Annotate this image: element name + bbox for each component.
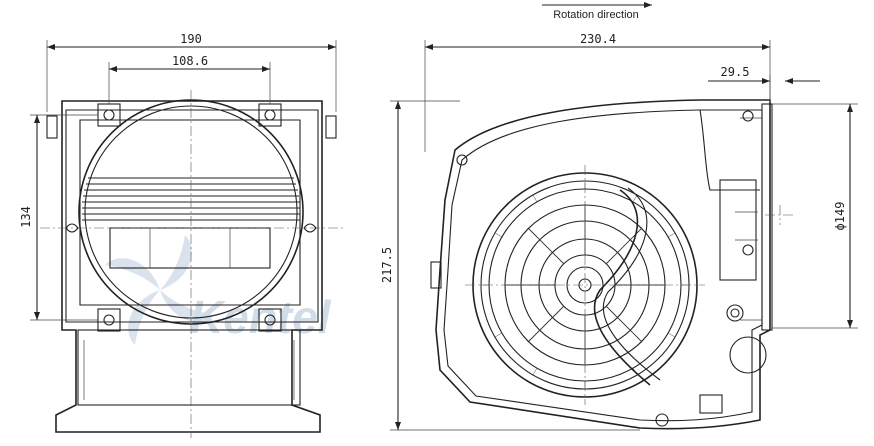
dim-outlet-diameter: ϕ149	[772, 103, 858, 329]
side-left-clip	[430, 261, 442, 289]
dim-front-height: 134	[19, 114, 98, 321]
dim-front-width-text: 190	[180, 32, 202, 46]
dim-side-width: 230.4	[424, 32, 771, 152]
watermark-fan-logo	[105, 235, 215, 345]
dim-side-offset: 29.5	[708, 65, 820, 102]
side-outlet-flange	[761, 103, 773, 331]
dim-side-offset-text: 29.5	[721, 65, 750, 79]
side-housing-inner	[443, 109, 763, 422]
front-view	[40, 90, 345, 438]
front-body-outline	[55, 100, 323, 433]
rotation-direction-label: Rotation direction	[553, 9, 639, 21]
dim-side-height-text: 217.5	[380, 247, 394, 283]
front-inlet-ring-inner	[84, 105, 298, 319]
front-motor-housing	[77, 329, 301, 406]
dim-front-hole-spacing: 108.6	[108, 54, 271, 104]
watermark: Kentel	[105, 235, 332, 345]
dim-front-height-text: 134	[19, 206, 33, 228]
side-support-bar-edge	[602, 187, 661, 381]
front-mount-holes	[97, 103, 282, 332]
side-impeller-blades	[481, 181, 689, 389]
dim-side-width-text: 230.4	[580, 32, 616, 46]
dim-side-height: 217.5	[380, 100, 640, 431]
side-support-bar	[593, 189, 651, 386]
front-housing-frame	[65, 109, 319, 323]
side-connector	[699, 394, 723, 414]
front-left-lug	[46, 115, 58, 139]
front-right-lug	[325, 115, 337, 139]
rotation-direction-note: Rotation direction	[542, 2, 652, 21]
dim-front-hole-spacing-text: 108.6	[172, 54, 208, 68]
front-inner-plate	[79, 119, 301, 306]
side-mount-holes	[456, 110, 754, 427]
side-outlet-box	[719, 179, 757, 281]
side-view	[430, 99, 795, 430]
front-right-hook	[303, 223, 317, 233]
dim-outlet-diameter-text: ϕ149	[833, 202, 847, 231]
dim-front-width: 190	[46, 32, 337, 112]
side-cable-gland	[729, 336, 767, 374]
front-left-hook	[65, 223, 79, 233]
side-outlet-lip	[699, 109, 760, 191]
